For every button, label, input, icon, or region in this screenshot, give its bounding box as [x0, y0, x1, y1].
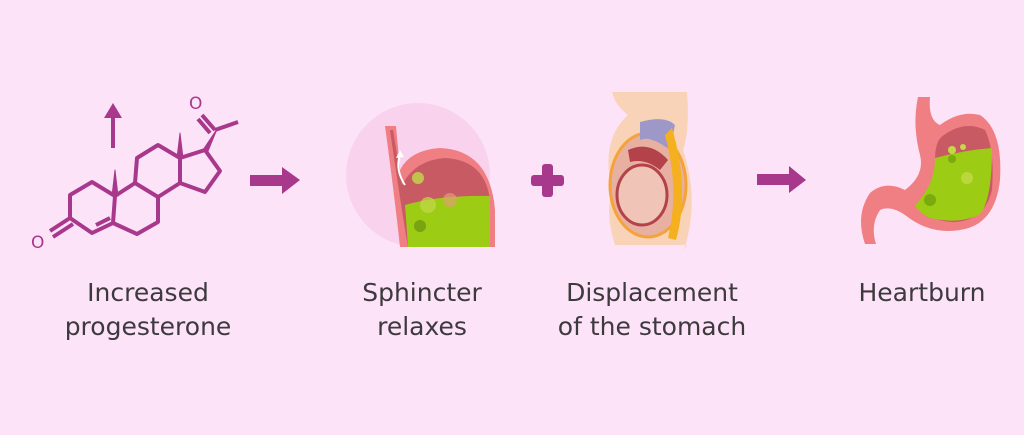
step-label-line: Increased	[87, 278, 209, 307]
step-label-line: Heartburn	[858, 278, 986, 307]
step-label-line: relaxes	[377, 312, 467, 341]
oxygen-label: O	[31, 233, 44, 253]
step-label-sphincter: Sphincter relaxes	[302, 276, 542, 344]
step-label-heartburn: Heartburn	[802, 276, 1024, 310]
pregnant-abdomen-icon	[608, 92, 692, 250]
stomach-heartburn-icon	[861, 97, 1001, 244]
progesterone-molecule-icon	[48, 103, 239, 239]
plus-icon	[531, 164, 564, 197]
step-label-progesterone: Increased progesterone	[28, 276, 268, 344]
step-label-line: of the stomach	[557, 312, 747, 341]
step-label-line: Displacement	[566, 278, 738, 307]
step-label-line: Sphincter	[362, 278, 482, 307]
increase-arrow-icon	[104, 103, 122, 148]
step-label-displacement: Displacement of the stomach	[532, 276, 772, 344]
step-label-line: progesterone	[64, 312, 232, 341]
arrow-right-icon	[757, 166, 806, 193]
arrow-right-icon	[250, 167, 300, 194]
relaxed-sphincter-stomach-icon	[346, 103, 495, 247]
oxygen-label: O	[189, 94, 202, 114]
